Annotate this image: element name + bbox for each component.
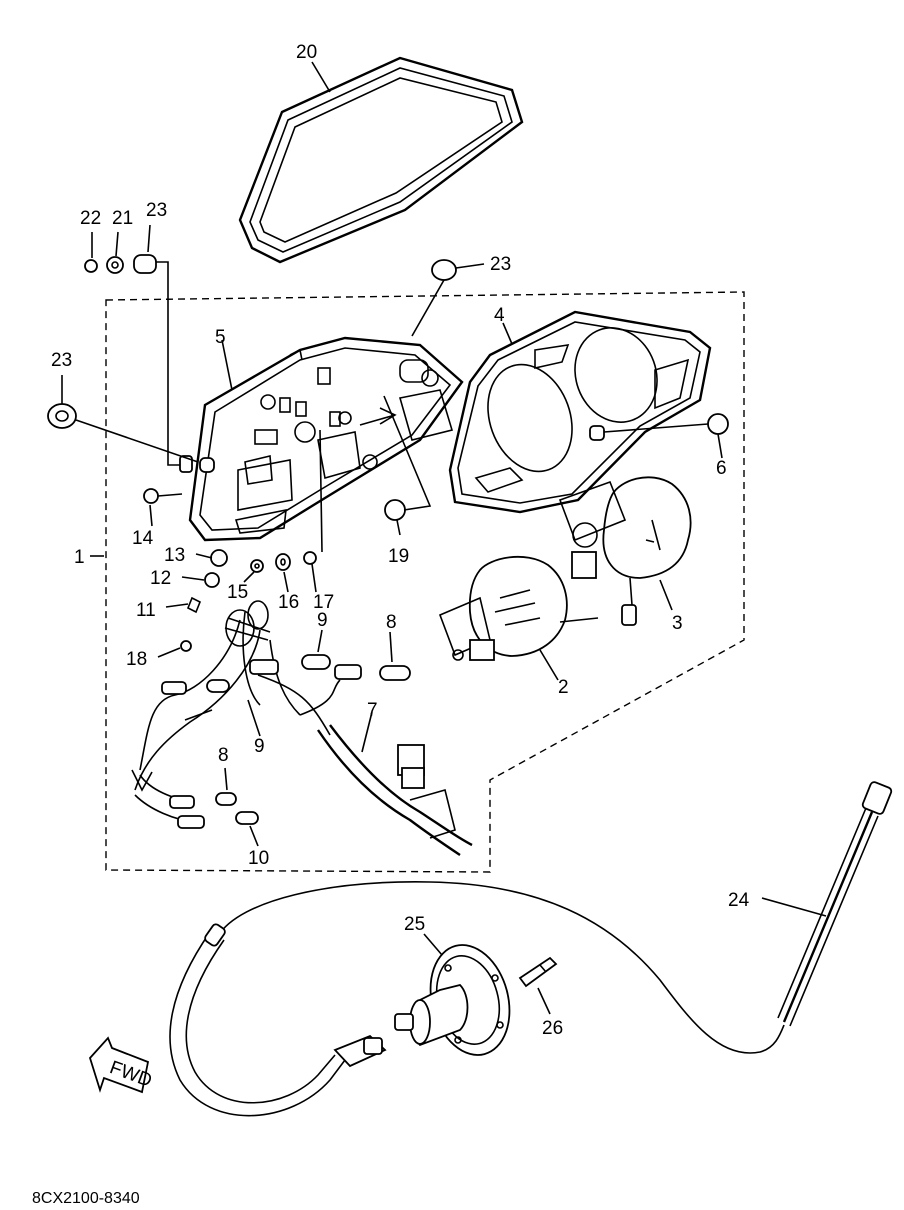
callout-14: 14 [132,528,154,549]
callout-23-left: 23 [51,350,72,371]
tachometer-3 [558,476,692,626]
callout-7: 7 [367,700,378,721]
callout-16: 16 [278,592,299,613]
callout-24: 24 [728,890,750,911]
callout-8-mid: 8 [218,745,229,766]
callout-23-right: 23 [490,254,511,275]
hardware [47,254,729,652]
callout-17: 17 [313,592,334,613]
assembly-boundary [105,291,745,873]
part-code: 8CX2100-8340 [32,1190,140,1207]
callout-13: 13 [164,545,185,566]
callout-9-mid: 9 [254,736,265,757]
callout-2: 2 [558,677,569,698]
callout-9-top: 9 [317,610,328,631]
callout-6: 6 [716,458,727,479]
callout-23-top-left: 23 [146,200,167,221]
meter-case-5 [188,336,464,542]
gear-unit-25 [394,944,511,1056]
meter-panel-4 [448,310,712,514]
gasket-frame-20 [238,56,524,264]
drive-pin-26 [518,956,558,988]
callout-5: 5 [215,327,226,348]
callouts: 20 22 21 23 23 23 5 4 6 14 1 13 19 12 15… [51,42,750,1039]
callout-20: 20 [296,42,317,63]
wire-harness-7 [131,600,473,856]
callout-11: 11 [136,600,156,621]
bulbs [206,654,411,825]
leader-lines [61,61,827,1015]
speedometer-cable-24 [169,781,893,1117]
callout-1: 1 [74,547,85,568]
callout-18: 18 [126,649,147,670]
fwd-arrow-icon: FWD [88,1036,155,1094]
callout-19: 19 [388,546,409,567]
callout-12: 12 [150,568,171,589]
callout-4: 4 [494,305,505,326]
callout-15: 15 [227,582,248,603]
callout-8-top: 8 [386,612,397,633]
speedometer-2 [438,556,599,661]
callout-25: 25 [404,914,425,935]
callout-26: 26 [542,1018,563,1039]
callout-21: 21 [112,208,133,229]
callout-3: 3 [672,613,683,634]
callout-10: 10 [248,848,269,869]
callout-22: 22 [80,208,101,229]
